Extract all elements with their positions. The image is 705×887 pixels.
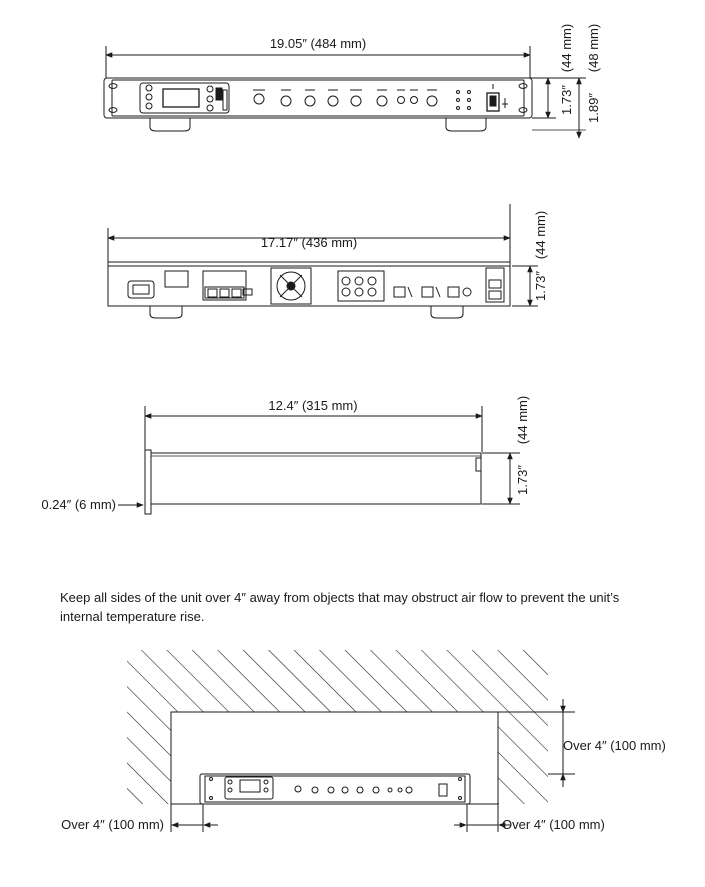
front-height-mm-1: (44 mm) (559, 24, 574, 72)
front-height-label-1: 1.73″ (559, 85, 574, 115)
clearance-right-label: Over 4″ (100 mm) (502, 817, 605, 832)
clearance-left-label: Over 4″ (100 mm) (61, 817, 164, 832)
side-height-label: 1.73″ (515, 465, 530, 495)
clearance-note: Keep all sides of the unit over 4″ away … (60, 590, 620, 624)
side-depth-label: 12.4″ (315 mm) (268, 398, 357, 413)
clearance-top-label: Over 4″ (100 mm) (563, 738, 666, 753)
front-height-mm-2: (48 mm) (586, 24, 601, 72)
rear-height-mm: (44 mm) (533, 211, 548, 259)
front-view (103, 46, 586, 139)
front-height-label-2: 1.89″ (586, 93, 601, 123)
rear-width-label: 17.17″ (436 mm) (261, 235, 357, 250)
side-flange-label: 0.24″ (6 mm) (41, 497, 116, 512)
side-height-mm: (44 mm) (515, 396, 530, 444)
side-view (118, 406, 520, 515)
rear-height-label: 1.73″ (533, 271, 548, 301)
front-width-label: 19.05″ (484 mm) (270, 36, 366, 51)
clearance-diagram (127, 650, 575, 832)
rear-view (107, 204, 538, 319)
